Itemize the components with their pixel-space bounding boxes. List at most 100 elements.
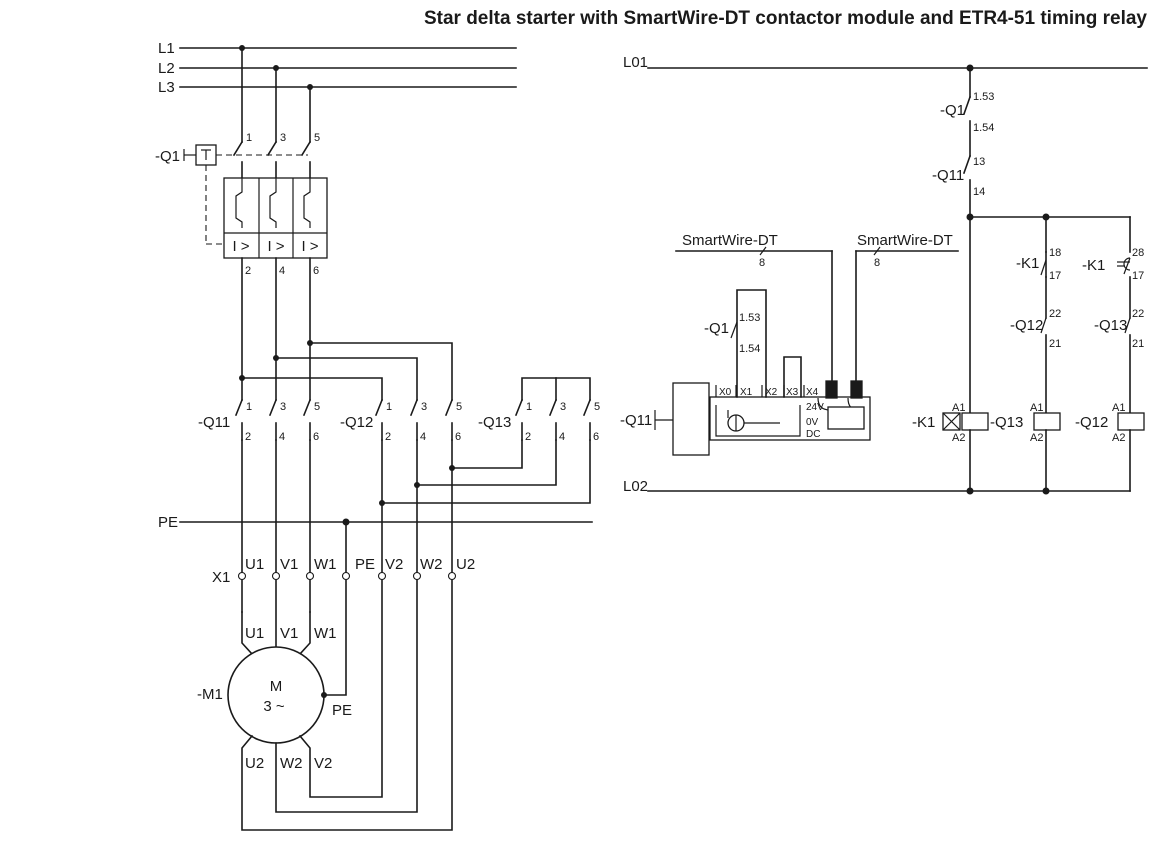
- motor-terminal-u2: U2: [245, 755, 264, 772]
- contactor-q12-pin-4: 4: [420, 431, 426, 443]
- rail-l02-label: L02: [623, 478, 648, 495]
- contactor-q11-pin-5: 5: [314, 401, 320, 413]
- contactor-q13: -Q13 1 3 5 2 4 6: [478, 377, 600, 443]
- terminal-pe: PE: [355, 556, 375, 573]
- q12-nc-pin-a: 22: [1049, 308, 1061, 320]
- terminal-w1: W1: [314, 556, 337, 573]
- breaker-q1-trip-3: I >: [301, 238, 318, 255]
- module-input-x1: X1: [740, 387, 753, 398]
- diagram-title: Star delta starter with SmartWire-DT con…: [424, 8, 1147, 29]
- phase-busbars: L1 L2 L3: [158, 40, 517, 96]
- control-q1-q11-contacts: -Q1 1.53 1.54 -Q11 13 14: [932, 67, 1131, 221]
- contactor-q11: -Q11 1 3 5 2 4 6: [198, 398, 320, 443]
- breaker-q1-pin-3: 3: [280, 132, 286, 144]
- contactor-q12-pin-6: 6: [455, 431, 461, 443]
- coil-k1-a1: A1: [952, 402, 965, 414]
- contactor-q11-pin-6: 6: [313, 431, 319, 443]
- smartwire-cables: SmartWire-DT 8 SmartWire-DT 8: [675, 232, 959, 382]
- contactor-output-wires: [241, 439, 591, 573]
- breaker-q1-pin-5: 5: [314, 132, 320, 144]
- module-q1-label: -Q1: [704, 320, 729, 337]
- module-q1-pin-top: 1.53: [739, 312, 760, 324]
- breaker-q1-pin-6: 6: [313, 265, 319, 277]
- coil-k1-label: -K1: [912, 414, 935, 431]
- smartwire-left-label: SmartWire-DT: [682, 232, 778, 249]
- control-q1-pin-bottom: 1.54: [973, 122, 994, 134]
- coil-q13-label: -Q13: [990, 414, 1023, 431]
- module-input-x0: X0: [719, 387, 732, 398]
- control-q1-pin-top: 1.53: [973, 91, 994, 103]
- phase-label-l3: L3: [158, 79, 175, 96]
- contactor-q11-pin-3: 3: [280, 401, 286, 413]
- breaker-q1: -Q1 1 3 5 I > I > I > 2 4 6: [155, 47, 328, 277]
- contactor-q12-pin-5: 5: [456, 401, 462, 413]
- contactor-q13-label: -Q13: [478, 414, 511, 431]
- breaker-q1-label: -Q1: [155, 148, 180, 165]
- feeder-wires: [239, 257, 453, 401]
- phase-label-l1: L1: [158, 40, 175, 57]
- module-q1-pin-bottom: 1.54: [739, 343, 760, 355]
- motor-terminal-v1: V1: [280, 625, 298, 642]
- contactor-q11-pin-2: 2: [245, 431, 251, 443]
- rail-l01-label: L01: [623, 54, 648, 71]
- coil-q12-branch: -K1 28 17 -Q13 22 21 -Q12 A1 A2: [1075, 216, 1145, 492]
- pe-rail-label: PE: [158, 514, 178, 531]
- coil-q13-branch: -K1 18 17 -Q12 22 21 -Q13 A1 A2: [990, 216, 1061, 495]
- coil-k1-a2: A2: [952, 432, 965, 444]
- module-supply-0v: 0V: [806, 417, 819, 428]
- terminal-strip-label: X1: [212, 569, 230, 586]
- coil-q12-label: -Q12: [1075, 414, 1108, 431]
- contactor-q13-pin-2: 2: [525, 431, 531, 443]
- breaker-q1-pin-1: 1: [246, 132, 252, 144]
- control-q11-label: -Q11: [932, 167, 964, 184]
- contactor-q12-pin-2: 2: [385, 431, 391, 443]
- motor-pe: PE: [332, 702, 352, 719]
- coil-q12-a2: A2: [1112, 432, 1125, 444]
- motor-terminal-u1: U1: [245, 625, 264, 642]
- contactor-q12: -Q12 1 3 5 2 4 6: [340, 398, 462, 443]
- contactor-q13-pin-3: 3: [560, 401, 566, 413]
- motor-terminal-w2: W2: [280, 755, 303, 772]
- k1-timed-pin-b: 17: [1132, 270, 1144, 282]
- contactor-q12-label: -Q12: [340, 414, 373, 431]
- module-input-x4: X4: [806, 387, 819, 398]
- terminal-strip-x1: X1 U1 V1 W1 PE V2 W2 U2: [212, 556, 475, 586]
- pe-rail: PE: [158, 514, 593, 573]
- contactor-q13-pin-5: 5: [594, 401, 600, 413]
- q13-nc-label: -Q13: [1094, 317, 1127, 334]
- control-q1-label: -Q1: [940, 102, 965, 119]
- contactor-q12-pin-1: 1: [386, 401, 392, 413]
- control-q11-pin-bottom: 14: [973, 186, 985, 198]
- contactor-q11-pin-4: 4: [279, 431, 285, 443]
- motor-symbol: M: [270, 678, 283, 695]
- breaker-q1-pin-4: 4: [279, 265, 285, 277]
- motor-terminal-v2: V2: [314, 755, 332, 772]
- motor-phases: 3 ~: [263, 698, 285, 715]
- q13-nc-pin-a: 22: [1132, 308, 1144, 320]
- main-circuit: L1 L2 L3 -Q1: [155, 40, 600, 831]
- q12-nc-pin-b: 21: [1049, 338, 1061, 350]
- q13-nc-pin-b: 21: [1132, 338, 1144, 350]
- coil-k1: -K1 A1 A2: [912, 216, 989, 495]
- module-input-x2: X2: [765, 387, 778, 398]
- k1-timed-label: -K1: [1082, 257, 1105, 274]
- module-supply-24v: 24V: [806, 402, 824, 413]
- terminal-u2: U2: [456, 556, 475, 573]
- k1-nc-label: -K1: [1016, 255, 1039, 272]
- coil-q12-a1: A1: [1112, 402, 1125, 414]
- coil-q13-a1: A1: [1030, 402, 1043, 414]
- smartwire-left-count: 8: [759, 257, 765, 269]
- q12-nc-label: -Q12: [1010, 317, 1043, 334]
- smartwire-right-label: SmartWire-DT: [857, 232, 953, 249]
- k1-timed-pin-a: 28: [1132, 247, 1144, 259]
- control-circuit: L01 L02 -Q1 1.53 1.54 -Q11 13 14: [620, 54, 1148, 495]
- module-input-x3: X3: [786, 387, 799, 398]
- terminal-v2: V2: [385, 556, 403, 573]
- terminal-v1: V1: [280, 556, 298, 573]
- contactor-q13-pin-1: 1: [526, 401, 532, 413]
- phase-label-l2: L2: [158, 60, 175, 77]
- motor-terminal-w1: W1: [314, 625, 337, 642]
- breaker-q1-trip-2: I >: [267, 238, 284, 255]
- breaker-q1-trip-1: I >: [232, 238, 249, 255]
